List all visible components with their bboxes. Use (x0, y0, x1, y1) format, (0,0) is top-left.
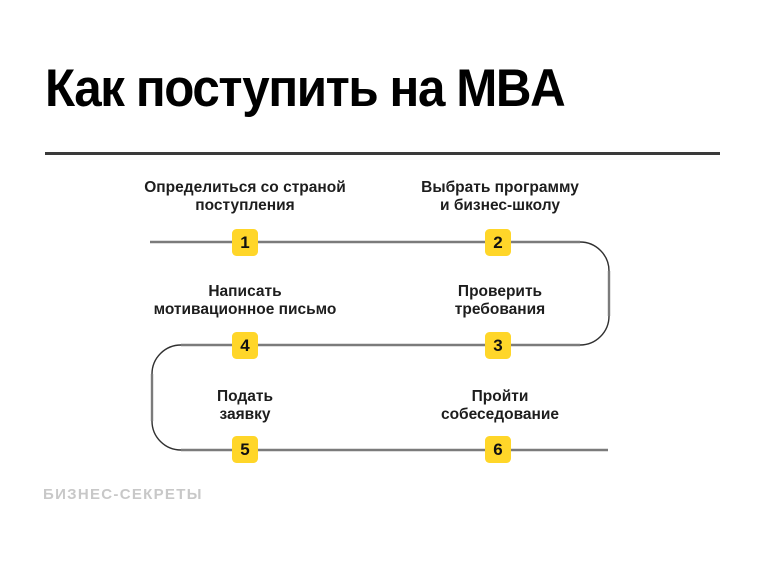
step-2-label-line1: Выбрать программу (421, 179, 579, 196)
step-4-label-line1: Написать (208, 283, 282, 300)
step-6-badge: 6 (485, 436, 511, 463)
step-1-label: Определиться со страной поступления (125, 179, 365, 215)
step-4-badge: 4 (232, 332, 258, 359)
step-5-label: Подать заявку (125, 388, 365, 424)
step-1-badge: 1 (232, 229, 258, 256)
flow-arc-top-right (579, 241, 610, 272)
step-2-label-line2: и бизнес-школу (439, 197, 561, 214)
step-3-label-line1: Проверить (457, 283, 543, 300)
step-6-label-line2: собеседование (440, 406, 560, 423)
step-3-label: Проверить требования (380, 283, 620, 319)
step-3-badge: 3 (485, 332, 511, 359)
step-2-label: Выбрать программу и бизнес-школу (380, 179, 620, 215)
flow-arc-top-left (151, 344, 182, 375)
step-2-badge: 2 (485, 229, 511, 256)
step-4-label-line2: мотивационное письмо (153, 301, 337, 318)
step-6-label: Пройти собеседование (380, 388, 620, 424)
flow-arc-bottom-left (151, 420, 182, 451)
step-3-label-line2: требования (454, 301, 546, 318)
step-6-label-line1: Пройти (471, 388, 529, 405)
brand-logo: БИЗНЕС-СЕКРЕТЫ (43, 486, 203, 503)
step-4-label: Написать мотивационное письмо (125, 283, 365, 319)
page-title: Как поступить на MBA (45, 59, 566, 118)
step-1-label-line2: поступления (195, 197, 295, 214)
flow-arc-bottom-right (579, 315, 610, 346)
title-divider (45, 152, 720, 155)
step-5-label-line1: Подать (217, 388, 273, 405)
step-5-label-line2: заявку (219, 406, 271, 423)
step-1-label-line1: Определиться со страной (144, 179, 346, 196)
step-5-badge: 5 (232, 436, 258, 463)
